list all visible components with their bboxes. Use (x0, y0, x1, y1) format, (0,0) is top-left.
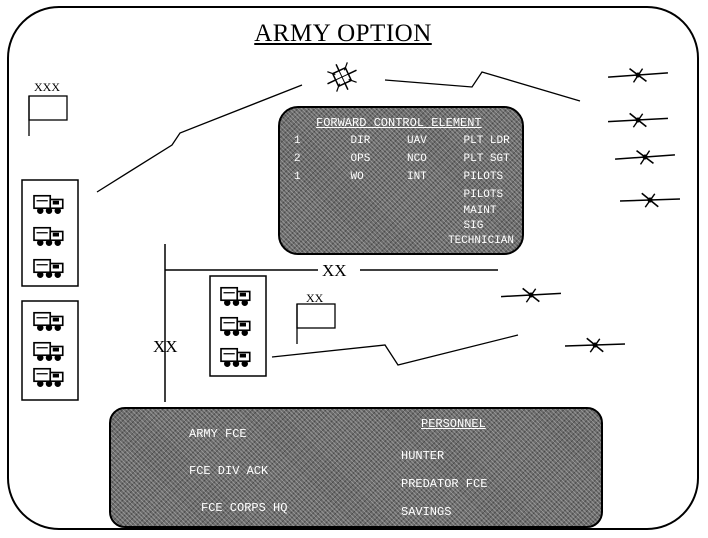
fce-row: PILOTS (463, 189, 504, 201)
bottom-left-row: ARMY FCE (189, 427, 247, 441)
satellite-icon (327, 62, 357, 92)
bottom-left-row: FCE CORPS HQ (201, 501, 288, 515)
uav-aircraft-icon (499, 285, 563, 305)
diagram-title: ARMY OPTION (254, 20, 432, 47)
division-unit-flag (296, 303, 336, 329)
diagram-frame (7, 6, 699, 530)
corps-unit-flag (28, 95, 68, 121)
corps-echelon-label: XXX (34, 80, 60, 94)
uav-aircraft-icon (606, 110, 670, 130)
division-flag-echelon-label: XX (306, 291, 324, 305)
comm-link-corps-to-satellite (96, 84, 303, 193)
division-echelon-label-left: XX (153, 337, 178, 356)
fce-row: TECHNICIAN (447, 235, 514, 247)
uav-aircraft-icon (606, 65, 670, 85)
uav-aircraft-icon (613, 147, 677, 167)
uav-aircraft-icon (563, 336, 627, 354)
bottom-right-row: HUNTER (401, 449, 445, 463)
comm-link-satellite-to-aircraft (384, 71, 581, 102)
uav-aircraft-icon (618, 191, 682, 209)
personnel-heading: PERSONNEL (421, 417, 486, 431)
fce-panel-heading: FORWARD CONTROL ELEMENT (316, 116, 482, 130)
fce-row: MAINT (463, 205, 497, 217)
fce-row: SIG (463, 220, 484, 232)
comm-link-division-to-aircraft (271, 334, 519, 366)
bottom-left-row: FCE DIV ACK (189, 464, 269, 478)
division-echelon-label-upper: XX (322, 261, 347, 280)
cost-personnel-panel: ARMY FCE FCE DIV ACK FCE CORPS HQ PERSON… (109, 407, 603, 528)
bottom-right-row: PREDATOR FCE (401, 477, 488, 491)
bottom-right-row: SAVINGS (401, 505, 452, 519)
